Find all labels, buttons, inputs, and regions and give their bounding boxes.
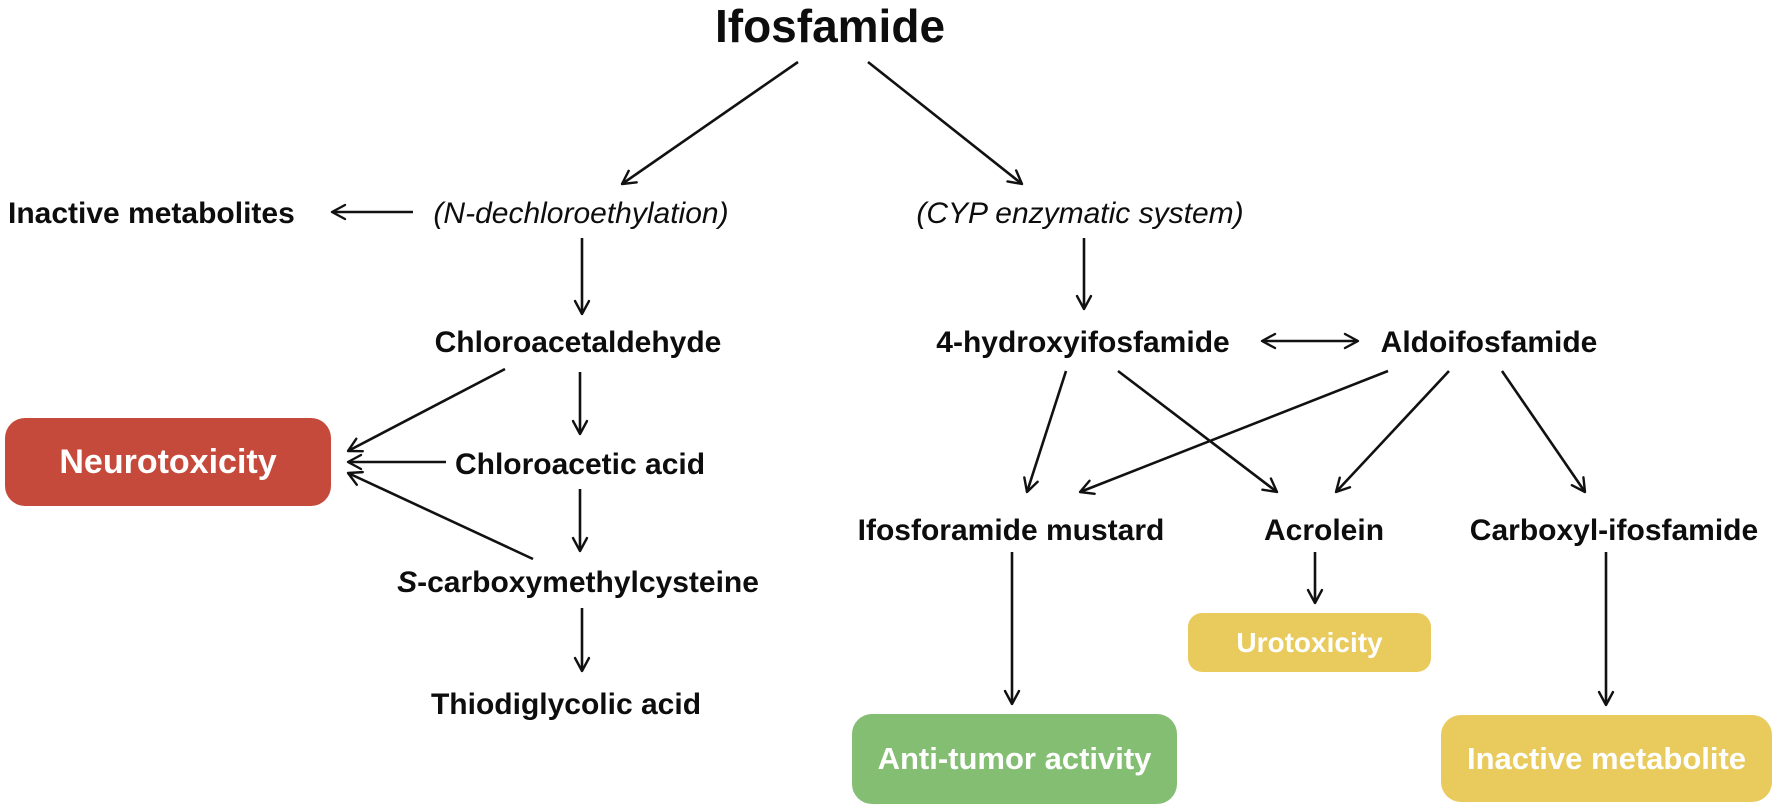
- pathway-cyp-enzymatic-system: (CYP enzymatic system): [916, 197, 1244, 230]
- arrow-aldoifosfamide-to-ifosforamide-mustard: [1078, 369, 1389, 495]
- arrow-aldoifosfamide-to-carboxyl-ifosfamide: [1500, 370, 1587, 494]
- outcome-box-urotoxicity-label: Urotoxicity: [1236, 626, 1383, 658]
- outcome-box-inactive-metabolite: Inactive metabolite: [1441, 715, 1772, 802]
- arrow-ifosfamide-to-ndechloroethylation: [620, 60, 799, 186]
- node-aldoifosfamide: Aldoifosfamide: [1380, 326, 1598, 359]
- node-s-carboxymethylcysteine-rest: -carboxymethylcysteine: [417, 566, 759, 599]
- pathway-n-dechloroethylation: (N-dechloroethylation): [433, 197, 729, 230]
- node-s-carboxymethylcysteine: S-carboxymethylcysteine: [397, 565, 759, 601]
- outcome-box-urotoxicity: Urotoxicity: [1188, 613, 1431, 672]
- node-ifosforamide-mustard: Ifosforamide mustard: [857, 514, 1165, 547]
- node-chloroacetaldehyde: Chloroacetaldehyde: [434, 326, 722, 359]
- diagram-title: Ifosfamide: [714, 0, 946, 52]
- outcome-box-anti-tumor-activity-label: Anti-tumor activity: [877, 741, 1152, 776]
- arrow-aldoifosfamide-to-acrolein: [1334, 370, 1450, 494]
- node-acrolein: Acrolein: [1263, 514, 1385, 547]
- outcome-box-inactive-metabolite-label: Inactive metabolite: [1466, 740, 1747, 776]
- outcome-box-neurotoxicity: Neurotoxicity: [5, 418, 331, 506]
- node-thiodiglycolic-acid: Thiodiglycolic acid: [430, 688, 702, 721]
- arrow-4hydroxyifosfamide-to-ifosforamide-mustard: [1023, 370, 1068, 494]
- outcome-box-anti-tumor-activity: Anti-tumor activity: [852, 714, 1177, 804]
- node-4-hydroxyifosfamide: 4-hydroxyifosfamide: [936, 326, 1230, 359]
- arrow-ifosfamide-to-cyp: [867, 60, 1024, 186]
- node-inactive-metabolites: Inactive metabolites: [8, 197, 295, 230]
- arrow-4hydroxyifosfamide-to-acrolein: [1117, 369, 1279, 494]
- node-chloroacetic-acid: Chloroacetic acid: [454, 448, 706, 481]
- node-s-carboxymethylcysteine-prefix: S: [397, 566, 418, 599]
- arrow-scarboxymethylcysteine-to-neurotoxicity: [346, 470, 534, 561]
- node-carboxyl-ifosfamide: Carboxyl-ifosfamide: [1469, 514, 1759, 547]
- outcome-box-neurotoxicity-label: Neurotoxicity: [59, 442, 277, 481]
- arrow-chloroacetaldehyde-to-neurotoxicity: [346, 367, 506, 453]
